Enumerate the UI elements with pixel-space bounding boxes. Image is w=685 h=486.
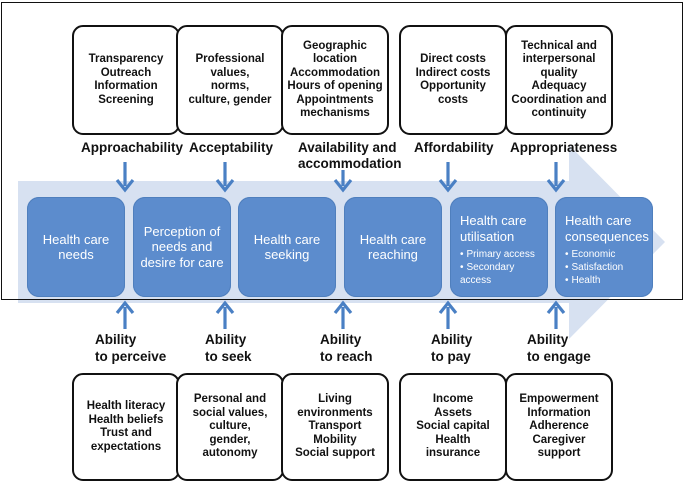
list-item: Satisfaction [565, 261, 624, 274]
stage-title: Health care consequences [565, 213, 649, 244]
list-item: Health [565, 274, 623, 287]
pay-factors-box: Income Assets Social capital Health insu… [399, 373, 507, 481]
stage-health-care-consequences: Health care consequences Economic Satisf… [555, 197, 653, 297]
up-arrow-head-icon [546, 300, 566, 314]
service-side-frame [1, 2, 683, 300]
down-arrow-head-icon [215, 179, 235, 193]
engage-factors-box: Empowerment Information Adherence Caregi… [505, 373, 613, 481]
stage-health-care-needs: Health care needs [27, 197, 125, 297]
stage-health-care-utilisation: Health care utilisation Primary access S… [450, 197, 548, 297]
down-arrow-head-icon [115, 179, 135, 193]
list-item: Secondary access [460, 261, 540, 287]
approachability-label: Approachability [81, 140, 184, 155]
list-item: Economic [565, 248, 623, 261]
stage-perception-of-needs: Perception of needs and desire for care [133, 197, 231, 297]
approachability-factors-box: Transparency Outreach Information Screen… [72, 25, 180, 135]
stage-title: Perception of needs and desire for care [140, 223, 224, 270]
ability-to-perceive-label: Ability to perceive [95, 332, 167, 364]
up-arrow-head-icon [333, 300, 353, 314]
down-arrow-head-icon [438, 179, 458, 193]
stage-title: Health care seeking [253, 231, 321, 263]
stage-health-care-reaching: Health care reaching [344, 197, 442, 297]
up-arrow-head-icon [438, 300, 458, 314]
ability-to-seek-label: Ability to seek [205, 332, 252, 364]
appropriateness-factors-box: Technical and interpersonal quality Adeq… [505, 25, 613, 135]
consequences-list: Economic Satisfaction Health [565, 248, 624, 287]
up-arrow-head-icon [115, 300, 135, 314]
down-arrow-head-icon [546, 179, 566, 193]
ability-to-engage-label: Ability to engage [527, 332, 591, 364]
list-item: Primary access [460, 248, 540, 261]
reach-factors-box: Living environments Transport Mobility S… [281, 373, 389, 481]
stage-health-care-seeking: Health care seeking [238, 197, 336, 297]
acceptability-label: Acceptability [189, 140, 274, 155]
affordability-label: Affordability [414, 140, 494, 155]
stage-title: Health care reaching [359, 231, 427, 263]
perceive-factors-box: Health literacy Health beliefs Trust and… [72, 373, 180, 481]
up-arrow-head-icon [215, 300, 235, 314]
utilisation-list: Primary access Secondary access [460, 248, 540, 287]
stage-title: Health care utilisation [460, 213, 527, 244]
availability-label: Availability and accommodation [298, 140, 402, 171]
availability-factors-box: Geographic location Accommodation Hours … [281, 25, 389, 135]
appropriateness-label: Appropriateness [510, 140, 618, 155]
seek-factors-box: Personal and social values, culture, gen… [176, 373, 284, 481]
ability-to-pay-label: Ability to pay [431, 332, 473, 364]
down-arrow-head-icon [333, 179, 353, 193]
affordability-factors-box: Direct costs Indirect costs Opportunity … [399, 25, 507, 135]
ability-to-reach-label: Ability to reach [320, 332, 373, 364]
stage-title: Health care needs [42, 231, 110, 263]
